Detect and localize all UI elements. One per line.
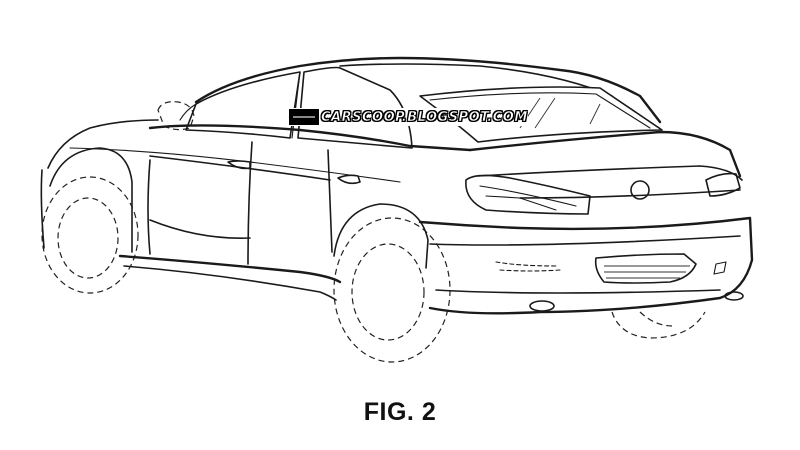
tail-light-right [705, 172, 741, 197]
mirror-dashed [157, 101, 195, 131]
far-rear-wheel-dashed [611, 311, 706, 339]
carscoop-logo-icon [289, 109, 319, 125]
front-wheel-dashed [41, 176, 139, 294]
rear-bumper [418, 216, 754, 315]
rear-wheel-dashed [333, 217, 451, 363]
badge-icon [630, 180, 650, 200]
exhaust-pipes [529, 291, 744, 312]
exhaust-right-icon [724, 291, 744, 301]
car-body-outline [40, 56, 662, 301]
rear-window [419, 86, 663, 143]
trunk-lid [468, 130, 743, 200]
exhaust-left-icon [529, 300, 555, 312]
figure-label: FIG. 2 [363, 398, 437, 426]
side-windows [179, 66, 413, 149]
watermark-text: CARSCOOP.BLOGSPOT.COM [321, 109, 528, 125]
watermark: CARSCOOP.BLOGSPOT.COM [289, 108, 528, 126]
tail-light-left [465, 174, 591, 215]
